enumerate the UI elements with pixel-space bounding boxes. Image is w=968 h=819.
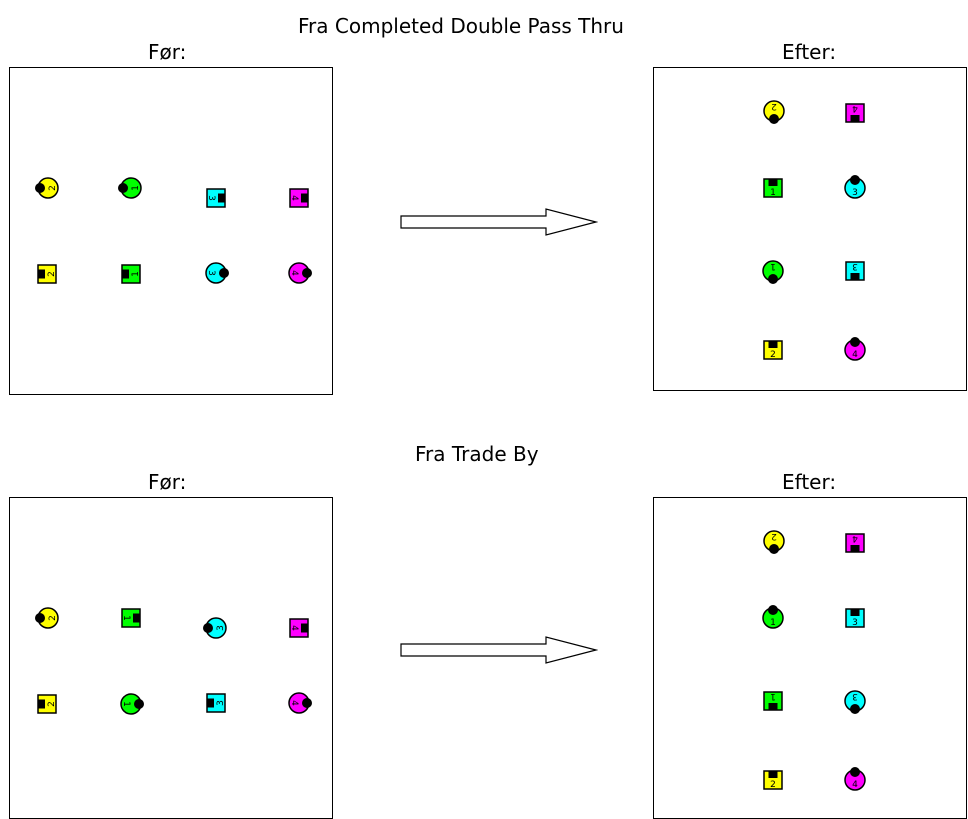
dancer-number: 2 [48,615,58,621]
dancer-square-green-1: 1 [763,178,783,198]
dancer-circle-yellow-2: 2 [763,100,785,124]
dancer-number: 1 [770,691,776,701]
dancer-square-cyan-3: 3 [206,188,226,208]
diagram-2-after-dancers: 2 4 1 3 1 3 2 4 [762,530,866,791]
dancer-number: 3 [852,618,858,628]
dancer-number: 2 [47,271,57,277]
dancer-circle-magenta-4: 4 [288,262,312,284]
dancer-square-cyan-3: 3 [206,693,226,713]
dancer-number: 2 [770,780,776,790]
dancer-number: 4 [289,270,299,276]
diagram-2-after-label: Efter: [782,470,837,494]
dancer-square-green-1: 1 [121,264,141,284]
dancer-circle-green-1: 1 [762,260,784,284]
dancer-number: 4 [289,195,299,201]
dancer-number: 3 [216,700,226,706]
dancer-circle-cyan-3: 3 [844,690,866,714]
dancer-circle-cyan-3: 3 [844,175,866,199]
dancer-number: 1 [121,701,131,707]
dancer-square-yellow-2: 2 [763,340,783,360]
dancer-square-cyan-3: 3 [845,608,865,628]
dancer-number: 2 [771,531,777,541]
diagram-1-after-dancers: 2 4 1 3 1 3 2 4 [762,100,866,361]
dancer-number: 2 [48,185,58,191]
arrow-right-icon [400,208,598,236]
dancer-square-yellow-2: 2 [763,770,783,790]
dancer-number: 4 [852,103,858,113]
dancer-circle-green-1: 1 [118,177,142,199]
dancer-square-magenta-4: 4 [289,618,309,638]
dancer-circle-cyan-3: 3 [203,617,227,639]
dancer-square-yellow-2: 2 [37,264,57,284]
dancer-number: 3 [216,625,226,631]
diagram-2-after-panel: 2 4 1 3 1 3 2 4 [653,497,967,819]
dancer-number: 1 [131,271,141,277]
dancer-square-magenta-4: 4 [289,188,309,208]
dancer-number: 2 [770,350,776,360]
dancer-number: 1 [770,618,776,628]
dancer-square-magenta-4: 4 [845,533,865,553]
dancer-number: 2 [771,101,777,111]
diagram-2-title: Fra Trade By [415,442,539,466]
dancer-circle-green-1: 1 [762,605,784,629]
diagram-1-before-label: Før: [148,40,187,64]
diagram-1-title: Fra Completed Double Pass Thru [298,14,624,38]
dancer-circle-yellow-2: 2 [35,177,59,199]
dancer-number: 3 [852,691,858,701]
dancer-number: 4 [852,533,858,543]
arrow-right-icon [400,636,598,664]
dancer-number: 4 [289,625,299,631]
diagram-2-before-panel: 2 1 3 4 2 1 3 4 [9,497,333,819]
dancer-circle-yellow-2: 2 [35,607,59,629]
diagram-2-before-dancers: 2 1 3 4 2 1 3 4 [35,607,312,715]
dancer-circle-green-1: 1 [120,693,144,715]
diagram-2-before-label: Før: [148,470,187,494]
dancer-circle-magenta-4: 4 [288,692,312,714]
dancer-square-magenta-4: 4 [845,103,865,123]
dancer-number: 4 [852,780,858,790]
diagram-1-before-dancers: 2 1 3 4 2 1 3 4 [35,177,312,284]
dancer-square-cyan-3: 3 [845,261,865,281]
dancer-number: 4 [289,700,299,706]
dancer-number: 3 [206,195,216,201]
dancer-number: 1 [121,615,131,621]
dancer-square-green-1: 1 [763,691,783,711]
dancer-number: 1 [770,261,776,271]
dancer-number: 3 [852,261,858,271]
dancer-number: 3 [206,270,216,276]
dancer-circle-magenta-4: 4 [844,337,866,361]
diagram-1-after-label: Efter: [782,40,837,64]
dancer-circle-magenta-4: 4 [844,767,866,791]
diagram-1-before-panel: 2 1 3 4 2 1 3 4 [9,67,333,395]
dancer-square-green-1: 1 [121,608,141,628]
dancer-square-yellow-2: 2 [37,694,57,714]
dancer-number: 2 [47,701,57,707]
dancer-circle-cyan-3: 3 [205,262,229,284]
diagram-1-after-panel: 2 4 1 3 1 3 2 4 [653,67,967,391]
dancer-number: 1 [131,185,141,191]
dancer-number: 3 [852,188,858,198]
dancer-circle-yellow-2: 2 [763,530,785,554]
dancer-number: 4 [852,350,858,360]
dancer-number: 1 [770,188,776,198]
